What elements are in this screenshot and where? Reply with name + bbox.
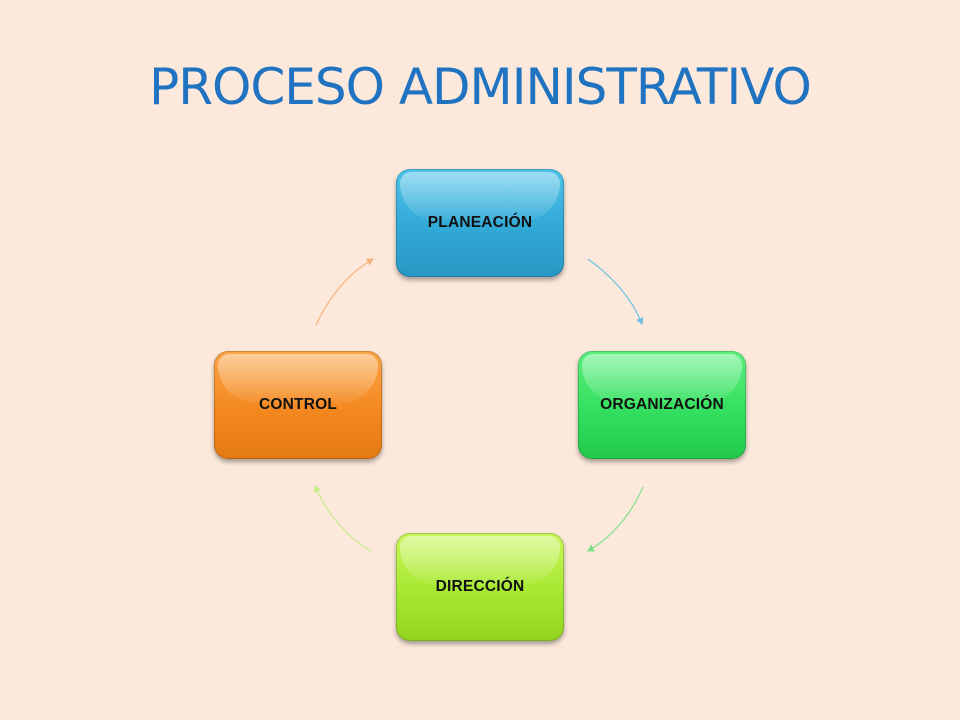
arrow-direccion-to-control	[313, 485, 373, 553]
node-planeacion: PLANEACIÓN	[396, 169, 564, 277]
arrow-organizacion-to-direccion	[587, 486, 644, 552]
node-organizacion-label: ORGANIZACIÓN	[600, 396, 724, 413]
node-control: CONTROL	[214, 351, 382, 459]
arrow-control-to-planeacion	[315, 258, 374, 326]
node-direccion-label: DIRECCIÓN	[435, 578, 525, 595]
node-planeacion-label: PLANEACIÓN	[427, 214, 533, 231]
node-organizacion: ORGANIZACIÓN	[578, 351, 746, 459]
slide-title: PROCESO ADMINISTRATIVO	[149, 58, 812, 116]
arrow-planeacion-to-organizacion	[587, 258, 644, 325]
node-control-label: CONTROL	[258, 396, 338, 413]
node-direccion: DIRECCIÓN	[396, 533, 564, 641]
